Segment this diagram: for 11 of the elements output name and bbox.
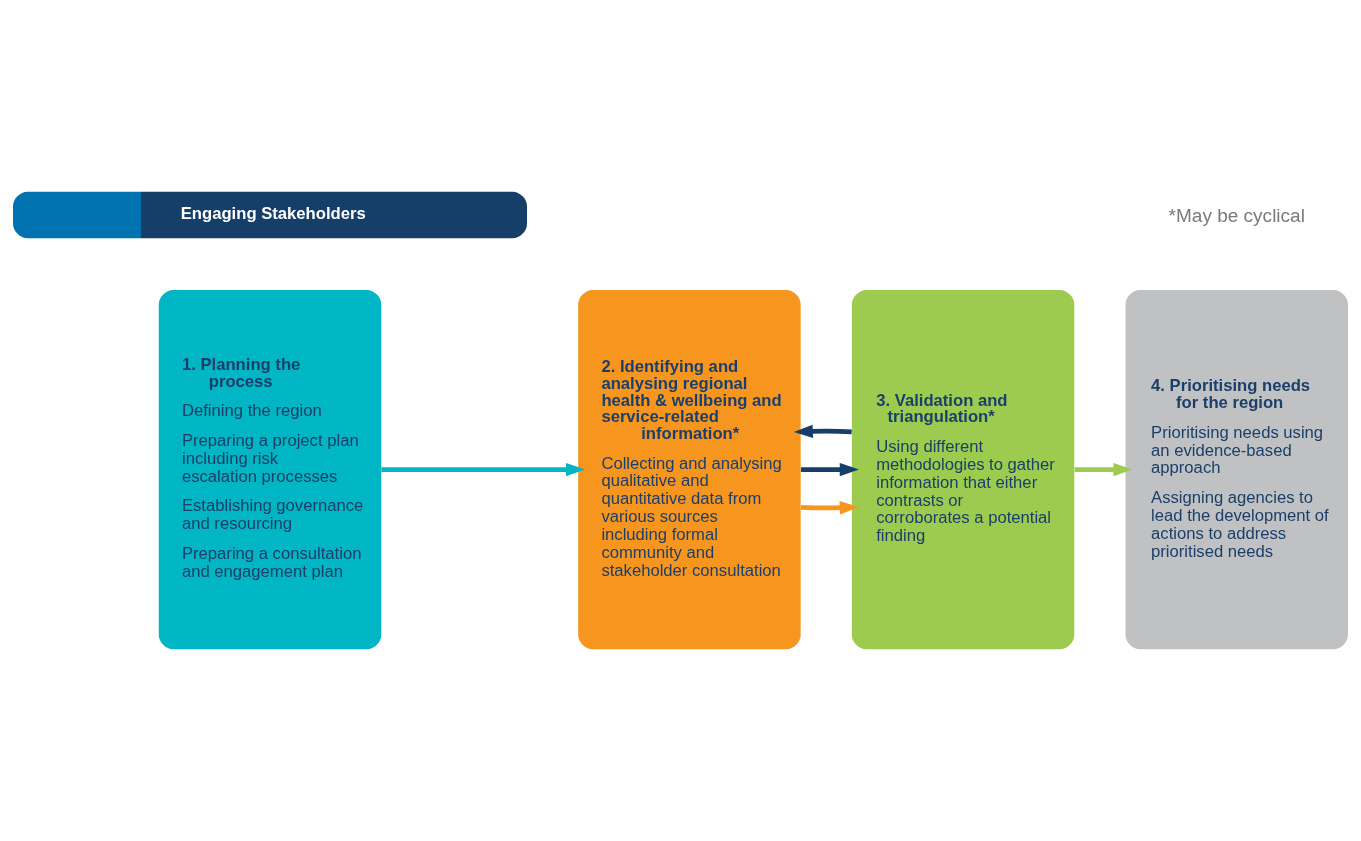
arrow	[800, 462, 859, 477]
node-box: 2. Identifying and analysing regional health & wellbeing and service-related information* Collecting and analysing qualitative and quantitative data from various sources including formal community and stakeholder consultation	[578, 289, 801, 650]
arrow	[793, 424, 852, 439]
node-box: 1. Planning the process Defining the region Preparing a project plan including risk escalation processes Establishing governance and resourcing Preparing a consultation and engagement plan	[158, 289, 382, 650]
arrow	[381, 462, 586, 477]
node-box: 4. Prioritising needs for the region Prioritising needs using an evidence-based approach Assigning agencies to lead the development of actions to address prioritised needs	[1125, 289, 1348, 650]
arrow	[800, 501, 859, 515]
arrow	[1074, 462, 1133, 477]
node-box: 3. Validation and triangulation* Using different methodologies to gather information that either contrasts or corroborates a potential finding	[851, 289, 1075, 650]
label: *May be cyclical	[1168, 204, 1305, 226]
node-box: Engaging Stakeholders	[13, 191, 527, 239]
